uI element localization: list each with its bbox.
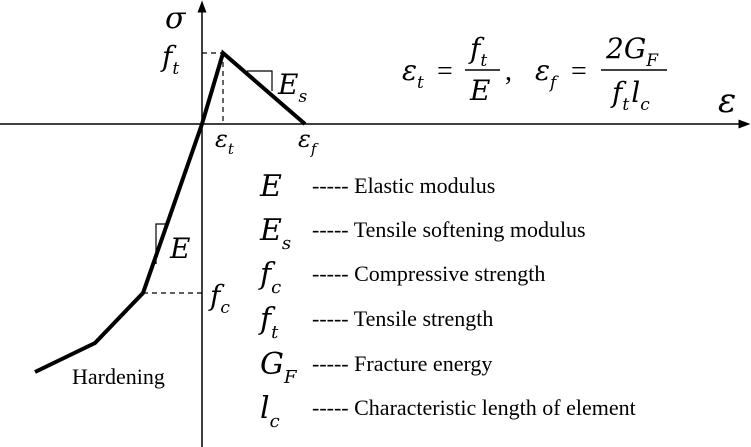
legend-symbol: fc [258, 257, 281, 298]
formula-eps-t-denominator: E [469, 74, 490, 107]
formula-separator: , [505, 56, 512, 87]
es-label: Es [277, 68, 307, 107]
legend-symbol: lc [260, 391, 280, 432]
legend-symbol: Es [259, 213, 291, 254]
legend-symbol: GF [260, 347, 298, 388]
legend-description: ----- Tensile softening modulus [312, 217, 586, 242]
formula-eps-t-lhs: εt [402, 54, 424, 93]
formula-eps-t-numerator: ft [468, 32, 487, 71]
formula-eq-2: = [571, 56, 587, 87]
elastic-slope-triangle [155, 223, 167, 264]
formula-eq-1: = [437, 56, 453, 87]
legend-description: ----- Compressive strength [312, 261, 545, 286]
formula-eps-f-numerator: 2GF [605, 32, 659, 71]
formula: εt = ft E , εf = 2GF ftlc [402, 32, 667, 115]
legend-description: ----- Fracture energy [312, 351, 492, 376]
legend-symbol: E [259, 169, 282, 204]
ft-label: ft [160, 40, 179, 79]
formula-eps-f-lhs: εf [535, 54, 559, 93]
x-axis-label: ε [718, 81, 736, 121]
legend-description: ----- Tensile strength [312, 306, 493, 331]
y-axis-label: σ [165, 1, 187, 36]
legend-description: ----- Characteristic length of element [312, 395, 636, 420]
fc-label: fc [208, 279, 230, 318]
e-label: E [169, 232, 190, 265]
eps-f-label: εf [298, 125, 319, 158]
eps-t-label: εt [215, 125, 235, 158]
legend-symbol: ft [258, 302, 279, 343]
softening-slope-triangle [247, 70, 273, 91]
stress-strain-curve [34, 49, 307, 374]
hardening-label: Hardening [72, 364, 165, 389]
formula-eps-f-denominator: ftlc [610, 76, 650, 115]
legend-description: ----- Elastic modulus [312, 173, 495, 198]
